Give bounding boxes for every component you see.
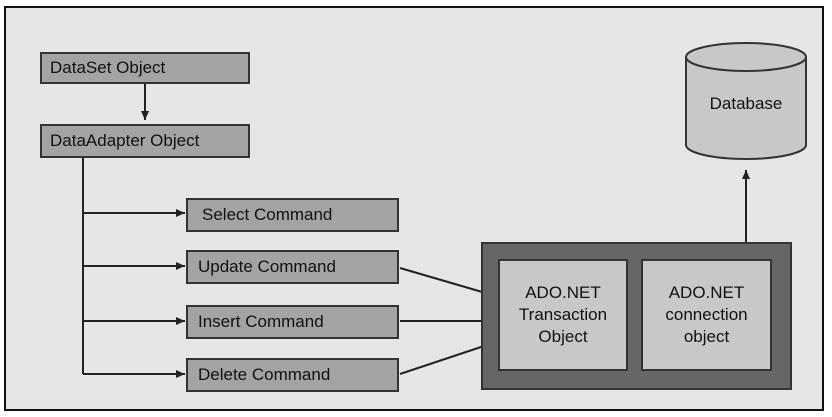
update-command-label: Update Command [198, 257, 336, 276]
arrow-update-to-transaction [399, 267, 497, 298]
select-command-box: Select Command [186, 198, 399, 232]
connection-object-box: ADO.NET connection object [641, 259, 772, 371]
dataadapter-object-label: DataAdapter Object [50, 131, 200, 150]
delete-command-box: Delete Command [186, 358, 399, 392]
delete-command-label: Delete Command [198, 365, 331, 384]
insert-command-label: Insert Command [198, 312, 324, 331]
connection-line-2: connection [665, 305, 748, 324]
dataset-object-box: DataSet Object [40, 52, 250, 84]
dataset-object-label: DataSet Object [50, 58, 166, 77]
connection-line-3: object [683, 327, 730, 346]
select-command-label: Select Command [202, 205, 333, 224]
database-cylinder-icon [685, 42, 807, 160]
connection-line-1: ADO.NET [668, 283, 745, 302]
database-label: Database [709, 94, 783, 113]
transaction-line-1: ADO.NET [525, 283, 601, 302]
insert-command-box: Insert Command [186, 305, 399, 339]
transaction-line-2: Transaction [518, 305, 608, 324]
update-command-box: Update Command [186, 250, 399, 284]
dataadapter-object-box: DataAdapter Object [40, 124, 250, 158]
arrow-delete-to-transaction [399, 341, 497, 375]
transaction-line-3: Object [538, 327, 588, 346]
transaction-object-box: ADO.NET Transaction Object [498, 259, 628, 371]
